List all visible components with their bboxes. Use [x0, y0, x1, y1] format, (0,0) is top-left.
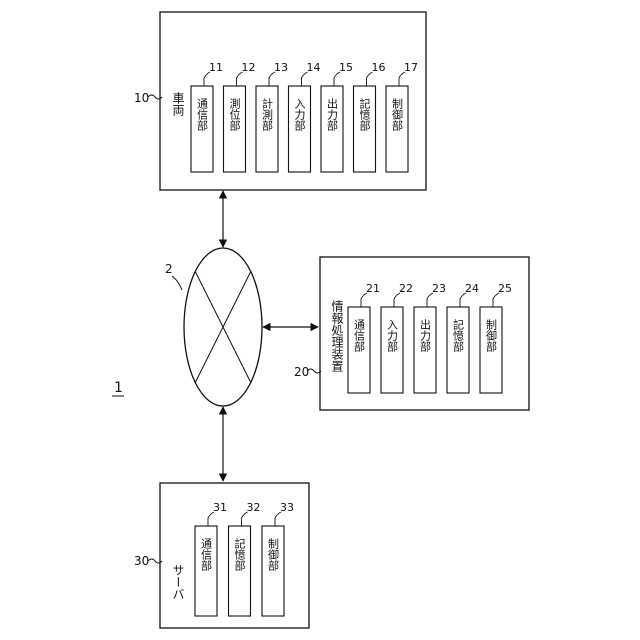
vehicle-unit-label-11: 通信部 — [196, 98, 209, 131]
server-unit-ref-32: 32 — [247, 501, 261, 514]
server-ref: 30 — [134, 554, 149, 568]
device-unit-label-22: 入力部 — [386, 319, 399, 352]
server-unit-leader-31 — [208, 512, 214, 526]
vehicle-unit-label-14: 入力部 — [293, 98, 306, 131]
vehicle-unit-leader-17 — [399, 72, 405, 86]
device-unit-leader-25 — [493, 293, 499, 307]
vehicle-unit-label-16: 記憶部 — [358, 97, 371, 131]
device-unit-leader-22 — [394, 293, 400, 307]
network-ref-leader — [172, 276, 182, 290]
device-unit-ref-22: 22 — [399, 282, 413, 295]
network-ref: 2 — [165, 262, 173, 276]
server-unit-leader-32 — [242, 512, 248, 526]
device-unit-label-25: 制御部 — [485, 319, 498, 352]
server-unit-label-31: 通信部 — [200, 538, 213, 571]
info-device-ref: 20 — [294, 365, 309, 379]
vehicle-ref: 10 — [134, 91, 149, 105]
server-unit-ref-33: 33 — [280, 501, 294, 514]
vehicle-unit-leader-13 — [269, 72, 275, 86]
device-unit-leader-24 — [460, 293, 466, 307]
info-device-units: 通信部 21 入力部 22 出力部 23 記憶部 24 制御部 25 — [348, 282, 512, 393]
vehicle-block: 車両 10 通信部 11 測位部 12 計測部 13 入力部 14 出力部 15 記憶部 16 制御部 1… — [134, 12, 426, 190]
device-unit-label-21: 通信部 — [353, 319, 366, 352]
device-unit-ref-25: 25 — [498, 282, 512, 295]
vehicle-unit-leader-12 — [237, 72, 243, 86]
vehicle-unit-ref-13: 13 — [274, 61, 288, 74]
server-unit-label-33: 制御部 — [267, 538, 280, 571]
device-unit-label-24: 記憶部 — [452, 318, 465, 352]
info-device-block: 情報処理装置 20 通信部 21 入力部 22 出力部 23 記憶部 24 制御部 25 — [294, 257, 529, 410]
vehicle-unit-label-12: 測位部 — [228, 97, 241, 131]
vehicle-unit-label-15: 出力部 — [326, 97, 339, 131]
server-block: サーバ 30 通信部 31 記憶部 32 制御部 33 — [134, 483, 309, 628]
vehicle-title: 車両 — [171, 92, 185, 117]
network-block: 2 — [165, 248, 262, 406]
device-unit-ref-21: 21 — [366, 282, 380, 295]
vehicle-unit-leader-15 — [334, 72, 340, 86]
device-unit-ref-24: 24 — [465, 282, 479, 295]
vehicle-unit-ref-11: 11 — [209, 61, 223, 74]
device-unit-ref-23: 23 — [432, 282, 446, 295]
vehicle-unit-leader-16 — [367, 72, 373, 86]
vehicle-unit-label-13: 計測部 — [261, 97, 274, 131]
info-device-title: 情報処理装置 — [330, 300, 344, 372]
device-unit-leader-21 — [361, 293, 367, 307]
vehicle-unit-ref-14: 14 — [307, 61, 321, 74]
vehicle-unit-ref-16: 16 — [372, 61, 386, 74]
server-unit-ref-31: 31 — [213, 501, 227, 514]
server-title: サーバ — [171, 564, 185, 600]
device-unit-label-23: 出力部 — [419, 318, 432, 352]
vehicle-unit-leader-11 — [204, 72, 210, 86]
server-units: 通信部 31 記憶部 32 制御部 33 — [195, 501, 294, 616]
vehicle-unit-ref-12: 12 — [242, 61, 256, 74]
device-unit-leader-23 — [427, 293, 433, 307]
system-ref-label: 1 — [114, 380, 123, 396]
vehicle-unit-leader-14 — [302, 72, 308, 86]
server-unit-label-32: 記憶部 — [233, 537, 246, 571]
vehicle-unit-ref-15: 15 — [339, 61, 353, 74]
vehicle-units: 通信部 11 測位部 12 計測部 13 入力部 14 出力部 15 記憶部 16 制御部 17 — [191, 61, 418, 172]
vehicle-unit-label-17: 制御部 — [391, 98, 404, 131]
server-unit-leader-33 — [275, 512, 281, 526]
vehicle-unit-ref-17: 17 — [404, 61, 418, 74]
